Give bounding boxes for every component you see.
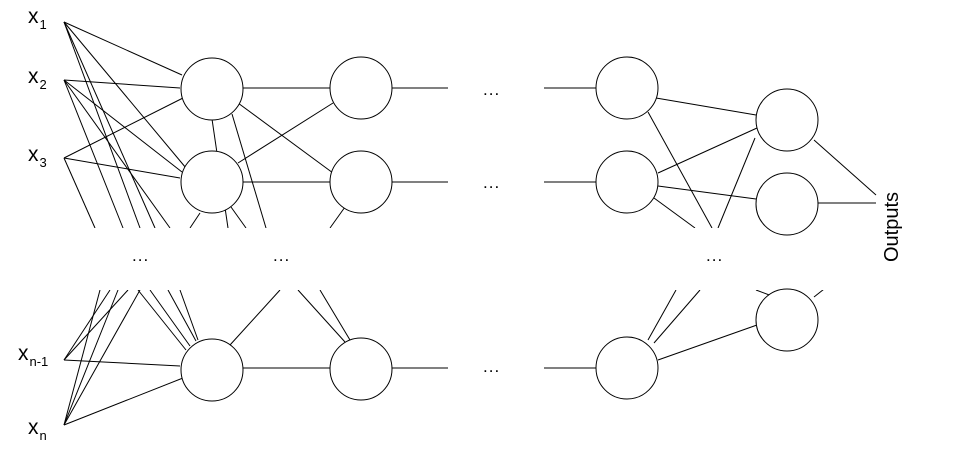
input-labels: x1 x2 x3 xn-1 xn — [18, 5, 48, 443]
hidden-layer-last — [595, 56, 659, 400]
input-label-base: x — [18, 342, 29, 365]
neuron-node — [329, 150, 393, 214]
ellipsis-text: ... — [132, 246, 149, 265]
ellipsis-text: ... — [483, 173, 500, 192]
neuron-node — [180, 338, 244, 402]
input-label-subscript: 3 — [40, 155, 47, 170]
input-label-base: x — [28, 65, 39, 88]
input-label-base: x — [28, 416, 39, 439]
layer2-ellipsis-connections — [392, 87, 596, 369]
output-layer — [755, 88, 819, 352]
input-label-base: x — [28, 5, 39, 28]
output-node — [755, 172, 819, 236]
hidden-layer-2 — [329, 56, 393, 401]
neuron-node — [595, 336, 659, 400]
input-label-x1: x1 — [28, 5, 47, 32]
ellipsis-markers: ... ... ... ... ... ... — [132, 80, 723, 376]
neuron-node — [180, 57, 244, 121]
input-label-x2: x2 — [28, 65, 47, 92]
ellipsis-text: ... — [483, 357, 500, 376]
input-label-x3: x3 — [28, 143, 47, 170]
ellipsis-text: ... — [483, 80, 500, 99]
input-label-subscript: n — [40, 428, 47, 443]
outputs-label: Outputs — [881, 192, 903, 262]
input-label-subscript: 2 — [40, 77, 47, 92]
neuron-node — [329, 337, 393, 401]
ellipsis-text: ... — [706, 246, 723, 265]
input-label-base: x — [28, 143, 39, 166]
input-label-xn-1: xn-1 — [18, 342, 48, 369]
input-connections — [63, 21, 199, 426]
output-node — [755, 88, 819, 152]
neuron-node — [595, 56, 659, 120]
neuron-node — [329, 56, 393, 120]
layer1-layer2-connections — [189, 87, 351, 369]
neuron-node — [180, 150, 244, 214]
hidden-output-connections — [647, 97, 773, 361]
input-label-subscript: 1 — [40, 17, 47, 32]
output-node — [755, 288, 819, 352]
input-label-subscript: n-1 — [30, 354, 49, 369]
input-label-xn: xn — [28, 416, 47, 443]
neuron-node — [595, 150, 659, 214]
layer-gap-band — [92, 228, 892, 290]
hidden-layer-1 — [180, 57, 244, 402]
ellipsis-text: ... — [273, 246, 290, 265]
